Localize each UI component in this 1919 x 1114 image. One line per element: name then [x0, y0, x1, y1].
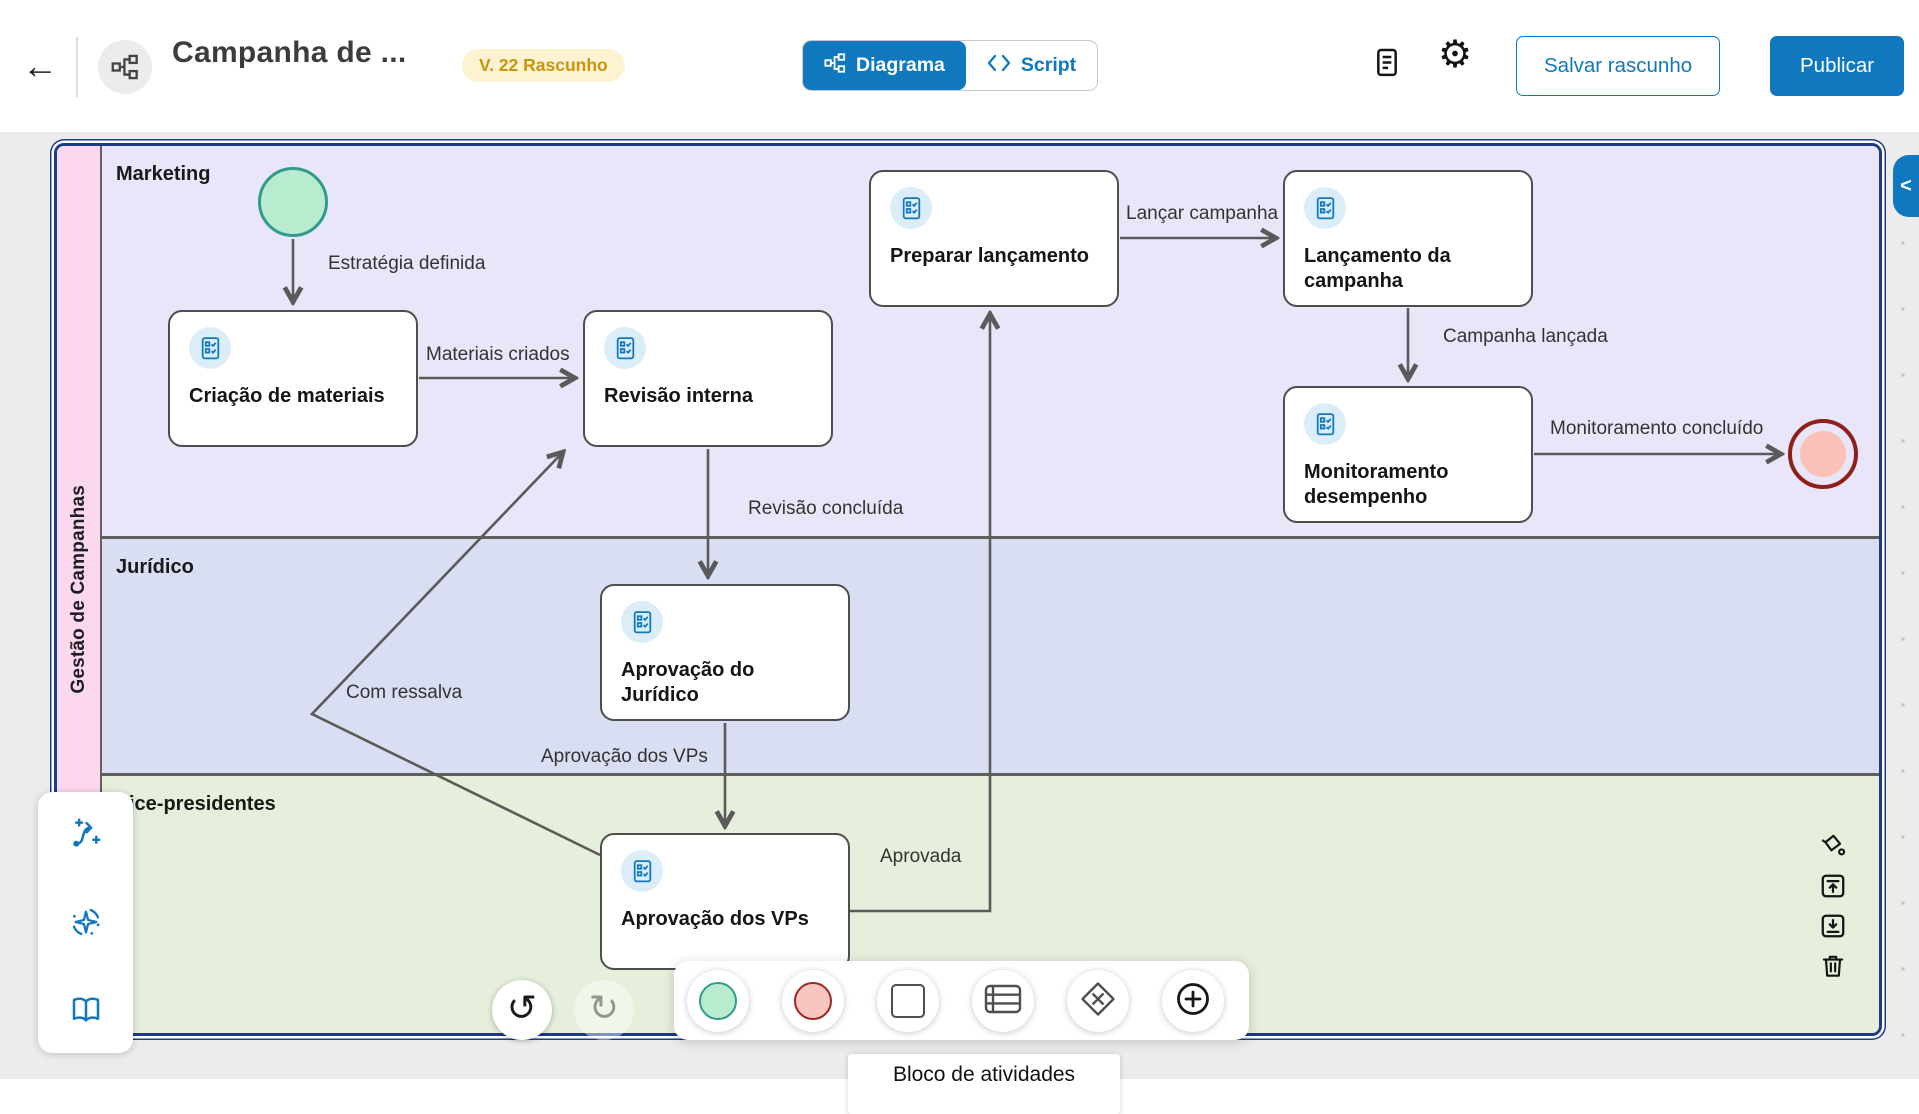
diagram-icon: [824, 52, 846, 80]
back-icon[interactable]: ←: [16, 40, 64, 92]
task-monitoramento-desempenho[interactable]: Monitoramento desempenho: [1283, 386, 1533, 523]
lane-marketing-label: Marketing: [116, 163, 211, 185]
palette-lanes-button[interactable]: [972, 969, 1034, 1032]
shape-palette: [674, 961, 1249, 1040]
version-badge: V. 22 Rascunho: [462, 49, 625, 82]
edge-label: Com ressalva: [346, 682, 463, 703]
edge-label: Aprovada: [880, 846, 962, 867]
palette-start-event-button[interactable]: [687, 969, 749, 1032]
palette-tooltip: Bloco de atividades: [848, 1054, 1120, 1114]
task-title: Aprovação do Jurídico: [621, 659, 755, 706]
start-event[interactable]: [258, 167, 328, 237]
task-title: Criação de materiais: [189, 385, 385, 407]
code-icon: [987, 54, 1011, 78]
task-aprovacao-dos-vps[interactable]: Aprovação dos VPs: [600, 833, 850, 970]
task-title: Lançamento da campanha: [1304, 245, 1451, 292]
task-checklist-icon: [189, 327, 231, 369]
palette-gateway-button[interactable]: [1067, 969, 1129, 1032]
process-hierarchy-icon: [98, 40, 152, 94]
tab-script-label: Script: [1020, 54, 1077, 76]
ai-sparkle-icon[interactable]: [70, 906, 102, 941]
import-box-icon[interactable]: [1819, 912, 1847, 943]
tab-diagram[interactable]: Diagrama: [803, 41, 966, 90]
end-event[interactable]: [1788, 419, 1858, 489]
task-title: Monitoramento desempenho: [1304, 461, 1449, 508]
lanes-icon: [984, 983, 1022, 1018]
task-checklist-icon: [621, 850, 663, 892]
activity-block-icon: [891, 983, 925, 1018]
ai-flow-icon[interactable]: [70, 818, 102, 853]
plus-circle-icon: [1174, 980, 1212, 1021]
start-event-icon: [699, 981, 737, 1020]
task-aprovacao-do-juridico[interactable]: Aprovação do Jurídico: [600, 584, 850, 721]
export-box-icon[interactable]: [1819, 872, 1847, 903]
edge-label: Lançar campanha: [1126, 203, 1279, 224]
notes-icon[interactable]: [1374, 47, 1400, 82]
task-title: Aprovação dos VPs: [621, 908, 809, 930]
gear-icon[interactable]: ⚙: [1438, 34, 1473, 76]
divider: [76, 37, 78, 97]
task-title: Preparar lançamento: [890, 245, 1089, 267]
page-title[interactable]: Campanha de ...: [172, 36, 407, 69]
lane-juridico-label: Jurídico: [116, 556, 194, 578]
right-tool-stack: [1810, 832, 1856, 983]
top-toolbar: ← Campanha de ... V. 22 Rascunho Diagram…: [0, 0, 1919, 132]
collapse-panel-button[interactable]: <: [1893, 155, 1919, 217]
flow-com-ressalva[interactable]: [309, 452, 601, 857]
left-floating-toolbar: [38, 792, 133, 1053]
save-draft-button[interactable]: Salvar rascunho: [1516, 36, 1721, 96]
trash-icon[interactable]: [1819, 952, 1847, 983]
edge-label: Estratégia definida: [328, 253, 486, 274]
view-toggle: Diagrama Script: [802, 40, 1099, 91]
task-checklist-icon: [604, 327, 646, 369]
end-event-fill: [1800, 431, 1846, 477]
publish-button[interactable]: Publicar: [1770, 36, 1905, 96]
task-title: Revisão interna: [604, 385, 753, 407]
lane-vice-presidentes-label: Vice-presidentes: [116, 793, 276, 815]
palette-add-button[interactable]: [1162, 969, 1224, 1032]
flow-aprovada[interactable]: [850, 314, 990, 913]
book-icon[interactable]: [70, 994, 102, 1027]
task-lancamento-da-campanha[interactable]: Lançamento da campanha: [1283, 170, 1533, 307]
palette-end-event-button[interactable]: [782, 969, 844, 1032]
diagram-canvas[interactable]: Gestão de Campanhas Marketing Jurídico V…: [0, 132, 1919, 1114]
task-revisao-interna[interactable]: Revisão interna: [583, 310, 833, 447]
sequence-flows-layer: [0, 132, 1919, 913]
task-preparar-lancamento[interactable]: Preparar lançamento: [869, 170, 1119, 307]
paint-fill-icon[interactable]: [1819, 832, 1847, 863]
task-checklist-icon: [621, 601, 663, 643]
task-criacao-de-materiais[interactable]: Criação de materiais: [168, 310, 418, 447]
gateway-icon: [1078, 979, 1118, 1022]
palette-activity-block-button[interactable]: [877, 969, 939, 1032]
tab-script[interactable]: Script: [966, 41, 1097, 90]
edge-label: Revisão concluída: [748, 498, 904, 519]
edge-label: Materiais criados: [426, 344, 570, 365]
edge-label: Aprovação dos VPs: [541, 746, 708, 767]
end-event-icon: [794, 981, 832, 1020]
task-checklist-icon: [1304, 187, 1346, 229]
edge-label: Monitoramento concluído: [1550, 418, 1764, 439]
edge-label: Campanha lançada: [1443, 326, 1608, 347]
undo-button[interactable]: ↺: [492, 980, 552, 1040]
redo-button[interactable]: ↻: [574, 980, 634, 1040]
task-checklist-icon: [890, 187, 932, 229]
task-checklist-icon: [1304, 403, 1346, 445]
tab-diagram-label: Diagrama: [856, 54, 945, 76]
